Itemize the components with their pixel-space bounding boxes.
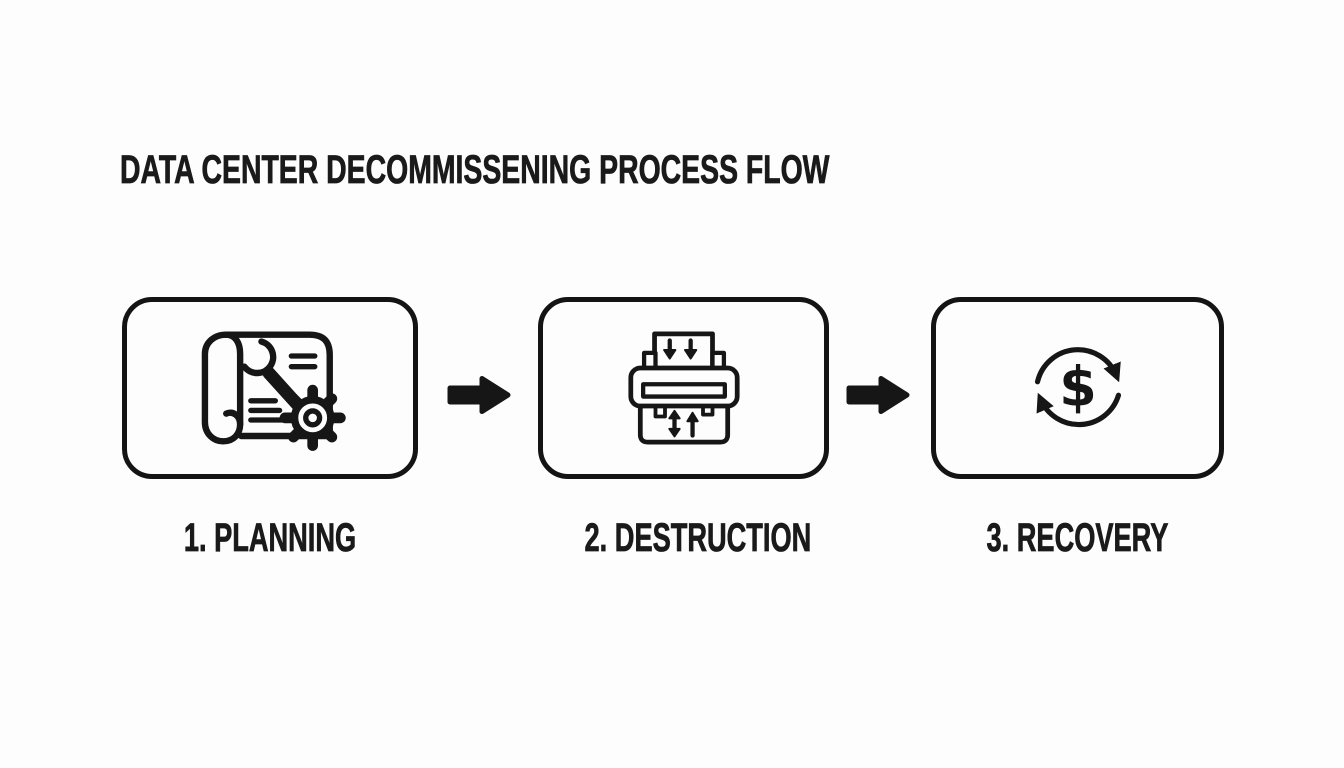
step-label-recovery: 3. RECOVERY [986,516,1169,561]
step-label-destruction: 2. DESTRUCTION [584,516,812,561]
diagram-title: DATA CENTER DECOMMISSENING PROCESS FLOW [120,148,830,193]
dollar-cycle-icon: $ [1034,347,1121,428]
step-label-planning: 1. PLANNING [183,516,357,561]
flow-connector [447,374,511,416]
paper-shredder-icon [627,331,740,445]
svg-text:$: $ [1059,356,1097,419]
scroll-wrench-gear-icon [201,331,346,451]
arrow-right-icon [447,376,511,414]
step-box-recovery: $ [931,297,1224,479]
step-box-destruction [538,297,829,479]
flow-connector [846,374,910,416]
arrow-right-icon [846,376,910,414]
step-box-planning [122,297,418,479]
